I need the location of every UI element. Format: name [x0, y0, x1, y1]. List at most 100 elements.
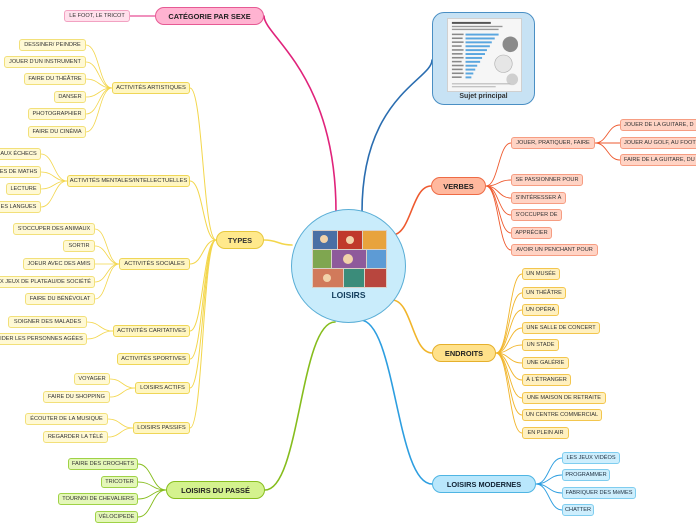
leaf-sociale[interactable]: SORTIR — [63, 240, 95, 252]
sub-loisirs-passifs[interactable]: LOISIRS PASSIFS — [133, 422, 190, 434]
leaf-loisir-passe[interactable]: FAIRE DES CROCHETS — [68, 458, 138, 470]
connector-artistique-leaf — [85, 78, 113, 89]
connector-sociale-leaf — [94, 245, 120, 265]
leaf-loisir-moderne[interactable]: LES JEUX VIDÉOS — [562, 452, 620, 464]
leaf-endroit[interactable]: UN THÉÂTRE — [522, 287, 566, 299]
connector-moderne-leaf — [535, 483, 563, 511]
branch-categorie-par-sexe[interactable]: CATÉGORIE PAR SEXE — [155, 7, 264, 25]
connector-mentale-leaf — [40, 153, 68, 182]
connector-caritative-leaf — [86, 321, 114, 332]
connector-passif-leaf — [107, 418, 134, 429]
leaf-endroit[interactable]: UN STADE — [522, 339, 559, 351]
leaf-endroit[interactable]: UNE GALÉRIE — [522, 357, 569, 369]
leaf-verbe[interactable]: S'INTÉRESSER À — [511, 192, 566, 204]
connector-subject — [361, 59, 433, 213]
connector-verbes — [391, 185, 432, 236]
leaf-sociale[interactable]: S'OCCUPER DES ANIMAUX — [13, 223, 95, 235]
leaf-caritative[interactable]: SOIGNER DES MALADES — [8, 316, 87, 328]
leaf-verbe-jouer[interactable]: JOUER AU GOLF, AU FOOT — [620, 137, 696, 149]
leaf-mentale[interactable]: AUX ÉCHECS — [0, 148, 41, 160]
connector-artistique-leaf — [85, 87, 113, 133]
central-topic-image — [312, 230, 387, 288]
leaf-loisir-moderne[interactable]: FABRIQUER DES MèMES — [562, 487, 636, 499]
connector-endroits — [391, 299, 433, 354]
leaf-artistique[interactable]: PHOTOGRAPHIER — [28, 108, 86, 120]
leaf-artistique[interactable]: DESSINER/ PEINDRE — [19, 39, 86, 51]
leaf-verbe[interactable]: AVOIR UN PENCHANT POUR — [511, 244, 598, 256]
connector-sociale-leaf — [94, 263, 120, 300]
main-subject-label: Sujet principal — [459, 93, 508, 100]
connector-moderne-leaf — [535, 474, 563, 485]
leaf-loisir-passe[interactable]: VÉLOCIPEDE — [95, 511, 138, 523]
leaf-mentale[interactable]: ES DE MATHS — [0, 166, 41, 178]
connector-moderne-leaf — [535, 457, 563, 485]
leaf-verbe[interactable]: JOUER, PRATIQUER, FAIRE — [511, 137, 595, 149]
connector-passe — [264, 321, 336, 491]
connector-passe-leaf — [137, 489, 167, 518]
leaf-artistique[interactable]: FAIRE DU CINÉMA — [28, 126, 86, 138]
connector-actif-leaf — [109, 387, 136, 398]
leaf-artistique[interactable]: FAIRE DU THÉÂTRE — [24, 73, 86, 85]
sub-activites-caritatives[interactable]: ACTIVITÉS CARITATIVES — [113, 325, 190, 337]
leaf-endroit[interactable]: UNE MAISON DE RETRAITE — [522, 392, 606, 404]
leaf-verbe[interactable]: APPRÉCIER — [511, 227, 552, 239]
leaf-mentale[interactable]: ES LANGUES — [0, 201, 41, 213]
sub-activites-mentales[interactable]: ACTIVITÉS MENTALES/INTELLECTUELLES — [67, 175, 190, 187]
leaf-verbe[interactable]: S'OCCUPER DE — [511, 209, 562, 221]
leaf-loisir-passe[interactable]: TOURNOI DE CHEVALIERS — [58, 493, 138, 505]
connector-types-sub — [189, 239, 217, 389]
leaf-endroit[interactable]: UN CENTRE COMMERCIAL — [522, 409, 602, 421]
connector-endroit-leaf — [495, 352, 523, 434]
leaf-loisir-passif[interactable]: ÉCOUTER DE LA MUSIQUE — [25, 413, 108, 425]
connector-passe-leaf — [137, 463, 167, 491]
central-topic[interactable]: LOISIRS — [291, 209, 406, 323]
sub-loisirs-actifs[interactable]: LOISIRS ACTIFS — [135, 382, 190, 394]
leaf-sociale[interactable]: JOEUR AVEC DES AMIS — [23, 258, 95, 270]
connector-types-sub — [189, 239, 217, 265]
leaf-loisir-moderne[interactable]: CHATTER — [562, 504, 594, 516]
connector-types-sub — [189, 180, 217, 241]
connector-endroit-leaf — [495, 273, 523, 354]
branch-verbes[interactable]: VERBES — [431, 177, 486, 195]
main-subject-node[interactable]: Sujet principal — [432, 12, 535, 105]
leaf-caritative[interactable]: IDER LES PERSONNES AGÉES — [0, 333, 87, 345]
branch-endroits[interactable]: ENDROITS — [432, 344, 496, 362]
central-topic-label: LOISIRS — [331, 290, 366, 300]
branch-loisirs-modernes[interactable]: LOISIRS MODERNES — [432, 475, 536, 493]
leaf-endroit[interactable]: À L'ÉTRANGER — [522, 374, 571, 386]
leaf-endroit[interactable]: EN PLEIN AIR — [522, 427, 569, 439]
connector-categorie — [263, 15, 337, 213]
leaf-endroit[interactable]: UNE SALLE DE CONCERT — [522, 322, 600, 334]
connector-mentale-leaf — [40, 171, 68, 182]
leaf-verbe-jouer[interactable]: FAIRE DE LA GUITARE, DU — [620, 154, 696, 166]
branch-types[interactable]: TYPES — [216, 231, 264, 249]
leaf-categorie[interactable]: LE FOOT, LE TRICOT — [64, 10, 130, 22]
leaf-sociale[interactable]: X JEUX DE PLATEAU/DE SOCIÉTÉ — [0, 276, 95, 288]
sub-activites-sociales[interactable]: ACTIVITÉS SOCIALES — [119, 258, 190, 270]
leaf-verbe[interactable]: SE PASSIONNER POUR — [511, 174, 583, 186]
leaf-loisir-moderne[interactable]: PROGRAMMER — [562, 469, 610, 481]
connector-actif-leaf — [109, 378, 136, 389]
connector-endroit-leaf — [495, 344, 523, 354]
leaf-loisir-passif[interactable]: REGARDER LA TÉLÉ — [43, 431, 108, 443]
branch-loisirs-du-passe[interactable]: LOISIRS DU PASSÉ — [166, 481, 265, 499]
connector-types-sub — [189, 87, 217, 241]
sub-activites-sportives[interactable]: ACTIVITÉS SPORTIVES — [117, 353, 190, 365]
leaf-verbe-jouer[interactable]: JOUER DE LA GUITARE, D — [620, 119, 696, 131]
sub-activites-artistiques[interactable]: ACTIVITÉS ARTISTIQUES — [112, 82, 190, 94]
leaf-artistique[interactable]: JOUER D'UN INSTRUMENT — [4, 56, 86, 68]
leaf-loisir-actif[interactable]: FAIRE DU SHOPPING — [43, 391, 110, 403]
connector-sociale-leaf — [94, 263, 120, 283]
leaf-endroit[interactable]: UN OPÉRA — [522, 304, 559, 316]
connector-artistique-leaf — [85, 44, 113, 89]
leaf-artistique[interactable]: DANSER — [54, 91, 86, 103]
leaf-loisir-passe[interactable]: TRICOTER — [101, 476, 138, 488]
leaf-loisir-actif[interactable]: VOYAGER — [74, 373, 110, 385]
connector-jouer-leaf — [594, 142, 621, 161]
leaf-sociale[interactable]: FAIRE DU BÉNÉVOLAT — [25, 293, 95, 305]
connector-mentale-leaf — [40, 180, 68, 208]
connector-endroit-leaf — [495, 309, 523, 354]
leaf-endroit[interactable]: UN MUSÉE — [522, 268, 560, 280]
leaf-mentale[interactable]: LECTURE — [6, 183, 41, 195]
